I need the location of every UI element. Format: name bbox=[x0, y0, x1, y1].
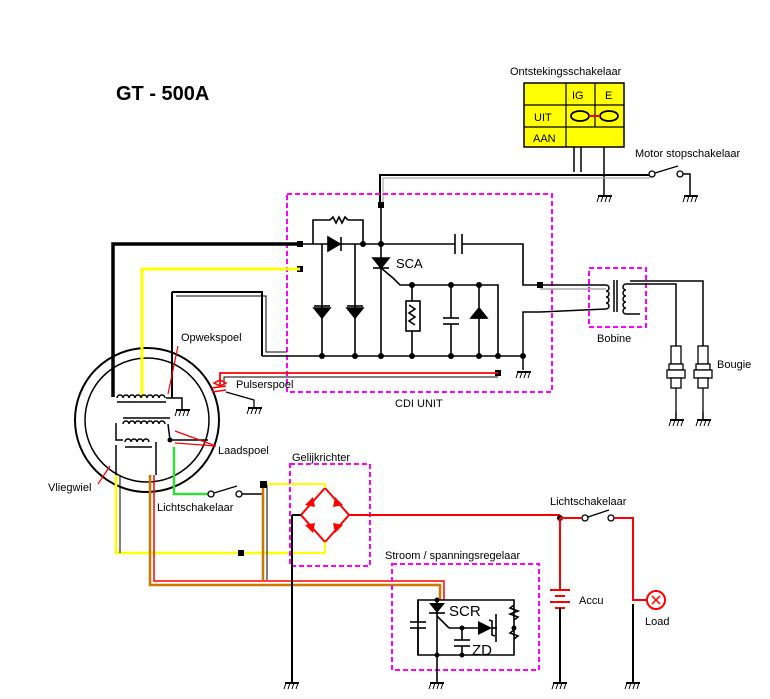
ground-icon bbox=[682, 195, 698, 203]
regulator-circuit bbox=[410, 599, 521, 682]
cdi-junction-dots bbox=[297, 202, 543, 376]
scr-icon bbox=[429, 603, 445, 613]
sca-label: SCA bbox=[396, 256, 423, 271]
pulser-coil-icon bbox=[211, 379, 228, 393]
laadspoel-label: Laadspoel bbox=[218, 445, 269, 457]
ground-icon bbox=[668, 412, 684, 427]
load-lamp-icon bbox=[646, 590, 666, 610]
accu-label: Accu bbox=[579, 595, 603, 607]
exciter-coil bbox=[116, 394, 183, 410]
regulator-frame bbox=[391, 563, 540, 671]
ground-icon bbox=[695, 412, 711, 427]
zd-label: ZD bbox=[472, 642, 492, 659]
bridge-rectifier bbox=[290, 483, 560, 554]
ignition-switch-table bbox=[523, 82, 625, 148]
spark-plug-icon bbox=[666, 345, 686, 412]
pulserspoel-label: Pulserspoel bbox=[236, 379, 293, 391]
opwekspoel-label: Opwekspoel bbox=[181, 332, 242, 344]
lichtschakelaar-left-label: Lichtschakelaar bbox=[157, 502, 234, 514]
cdi-unit-frame bbox=[286, 193, 553, 393]
gelijkrichter-label: Gelijkrichter bbox=[292, 452, 350, 464]
ignition-switch: Ontstekingsschakelaar IG E UIT AAN bbox=[510, 66, 625, 196]
ignition-switch-label: Ontstekingsschakelaar bbox=[510, 66, 622, 78]
light-switch-right bbox=[581, 509, 615, 522]
ignition-col-ig: IG bbox=[572, 90, 584, 102]
diagram-title: GT - 500A bbox=[116, 83, 209, 105]
spark-plug-icon bbox=[693, 345, 713, 412]
bobine-frame bbox=[588, 267, 647, 328]
bougie-label: Bougie bbox=[717, 359, 751, 371]
cdi-circuit bbox=[262, 205, 540, 357]
battery-icon bbox=[550, 589, 570, 609]
rectifier-diodes bbox=[305, 497, 343, 533]
ignition-row-on: AAN bbox=[533, 133, 556, 145]
zener-diode-icon bbox=[478, 621, 492, 635]
ground-icon bbox=[624, 682, 640, 690]
scr-label: SCR bbox=[449, 603, 481, 620]
ground-icon bbox=[551, 682, 567, 690]
cdi-unit-label: CDI UNIT bbox=[395, 398, 443, 410]
motor-stop-switch bbox=[648, 165, 691, 196]
light-switch-left bbox=[207, 485, 243, 498]
ignition-row-off: UIT bbox=[534, 112, 552, 124]
ground-icon bbox=[246, 407, 262, 415]
vliegwiel-label: Vliegwiel bbox=[48, 482, 91, 494]
load-label: Load bbox=[645, 616, 669, 628]
ignition-col-e: E bbox=[605, 90, 612, 102]
ground-icon bbox=[596, 195, 612, 203]
motor-stop-label: Motor stopschakelaar bbox=[635, 148, 740, 160]
bobine-label: Bobine bbox=[597, 333, 631, 345]
regulator-label: Stroom / spanningsregelaar bbox=[385, 550, 520, 562]
ground-icon bbox=[174, 409, 190, 417]
ground-icon bbox=[283, 682, 299, 690]
ground-icon bbox=[515, 371, 531, 379]
flywheel bbox=[74, 347, 220, 493]
lichtschakelaar-right-label: Lichtschakelaar bbox=[550, 496, 627, 508]
charging-coil bbox=[115, 417, 208, 475]
ignition-coil bbox=[522, 280, 704, 356]
ground-icon bbox=[428, 682, 444, 690]
